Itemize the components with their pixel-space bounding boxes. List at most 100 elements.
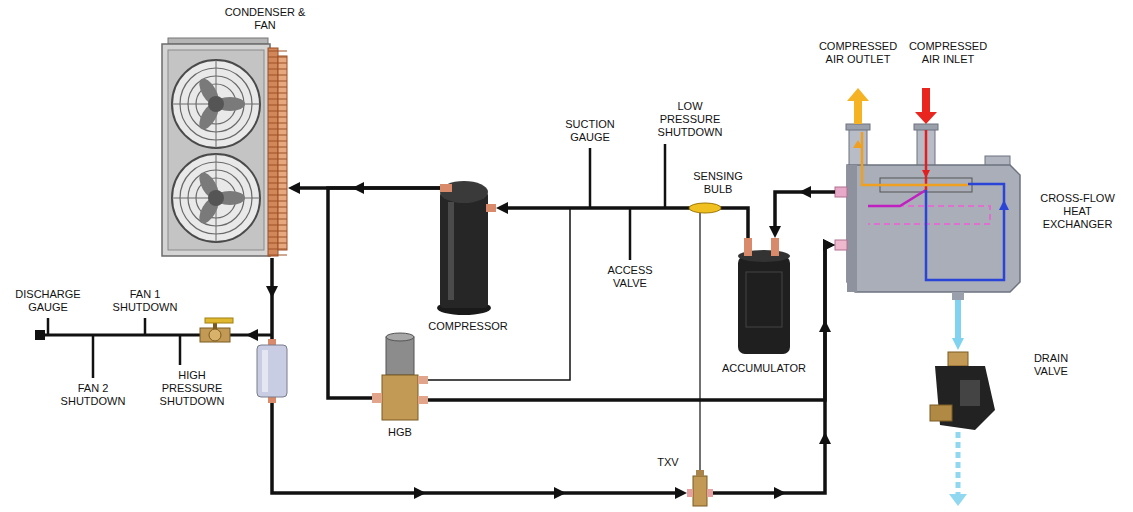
pressure-tap-lines xyxy=(428,208,570,380)
discharge-manifold xyxy=(144,318,147,335)
drain-valve-picture xyxy=(956,432,961,494)
hot-gas-bypass-valve xyxy=(372,393,382,403)
part-label: COMPRESSED AIR INLET xyxy=(903,40,993,66)
hot-gas-bypass-valve xyxy=(418,396,428,404)
condenser-picture xyxy=(268,48,287,256)
component-label-box: CONDENSER & FAN xyxy=(222,6,308,32)
bypass-valve: HGB xyxy=(372,335,428,422)
compressor-picture xyxy=(448,202,454,300)
accumulator-picture xyxy=(738,238,790,354)
part-label: LOW PRESSURE SHUTDOWN xyxy=(655,100,725,140)
compressor-picture xyxy=(440,192,488,308)
flow-arrow xyxy=(246,182,831,499)
part-label-box: FAN 1 SHUTDOWN xyxy=(110,288,180,314)
pressure-tap-lines xyxy=(699,213,700,470)
hot-gas-bypass-valve xyxy=(418,376,428,384)
heat-exchanger-picture xyxy=(915,112,937,124)
heat-exchanger-picture xyxy=(847,165,857,292)
expansion-valve xyxy=(696,470,704,476)
refrigerant-line xyxy=(775,192,835,232)
filter-drier xyxy=(257,345,287,397)
heat-exchanger-picture xyxy=(854,100,862,124)
part-label-box: DISCHARGE GAUGE xyxy=(8,288,88,314)
flow-arrow xyxy=(352,182,364,194)
component-label: CONDENSER & FAN xyxy=(222,6,308,32)
pressure-tap-lines xyxy=(664,144,667,208)
heat-exchanger-picture xyxy=(862,132,968,185)
discharge-manifold xyxy=(47,318,50,335)
compressor-picture xyxy=(440,184,452,192)
accumulator-picture xyxy=(771,238,779,256)
accumulator-picture xyxy=(746,272,782,327)
part-label: DISCHARGE GAUGE xyxy=(8,288,88,314)
part-label-box: ACCESS VALVE xyxy=(595,264,665,290)
ball-valve xyxy=(205,318,233,323)
part-label-box: LOW PRESSURE SHUTDOWN xyxy=(655,100,725,140)
component-label: HGB xyxy=(372,426,428,439)
drain-valve-picture xyxy=(930,352,995,506)
refrigerant-line xyxy=(328,188,440,398)
condenser-picture xyxy=(162,38,287,256)
filter-drier xyxy=(257,339,287,403)
heat-exchanger-picture xyxy=(925,130,928,190)
part-label: SENSING BULB xyxy=(688,170,748,196)
component-label-box: ACCUMULATOR xyxy=(710,362,818,375)
flow-arrow xyxy=(414,487,426,499)
condenser-picture xyxy=(172,60,260,148)
component-label: TXV xyxy=(653,456,683,469)
part-label-box: SUCTION GAUGE xyxy=(555,118,625,144)
hot-gas-bypass-valve xyxy=(386,333,414,341)
flow-arrow xyxy=(819,320,831,332)
compressor-picture xyxy=(440,181,488,203)
condenser-unit: CONDENSER & FAN xyxy=(160,38,288,258)
expansion-valve xyxy=(693,476,707,506)
part-label-box: SENSING BULB xyxy=(688,170,748,196)
accumulator-tank: ACCUMULATOR xyxy=(735,238,793,358)
ball-valve xyxy=(200,328,230,342)
heat-exchanger: CROSS-FLOW HEAT EXCHANGER xyxy=(835,124,1022,300)
heat-exchanger-picture xyxy=(922,170,930,178)
heat-exchanger-picture xyxy=(835,187,847,197)
component-label: COMPRESSOR xyxy=(412,320,524,333)
accumulator-picture xyxy=(738,256,790,354)
filter-drier xyxy=(262,350,268,392)
discharge-manifold xyxy=(92,335,95,378)
discharge-manifold xyxy=(40,334,272,337)
component-label: DRAIN VALVE xyxy=(1020,352,1082,378)
compressor-picture xyxy=(486,204,496,212)
pressure-tap-lines xyxy=(629,208,632,260)
part-label-box: COMPRESSED AIR INLET xyxy=(903,40,993,66)
component-label-box: TXV xyxy=(653,456,683,469)
drain-valve-picture xyxy=(948,352,968,366)
hot-gas-bypass-valve xyxy=(382,375,418,420)
flow-arrow xyxy=(266,286,278,298)
heat-exchanger-picture xyxy=(868,190,926,206)
part-label: HIGH PRESSURE SHUTDOWN xyxy=(155,369,229,409)
sensing-bulb-picture xyxy=(689,203,721,213)
part-label-box: FAN 2 SHUTDOWN xyxy=(58,382,128,408)
ball-valve xyxy=(209,329,221,341)
heat-exchanger-picture xyxy=(835,240,847,250)
discharge-manifold xyxy=(35,318,272,378)
condenser-picture xyxy=(172,154,260,242)
part-label: SUCTION GAUGE xyxy=(555,118,625,144)
component-label: CROSS-FLOW HEAT EXCHANGER xyxy=(1035,192,1120,232)
flow-arrow xyxy=(774,487,786,499)
heat-exchanger-picture xyxy=(846,124,870,130)
condenser-picture xyxy=(168,50,264,250)
heat-exchanger-picture xyxy=(922,88,930,112)
pressure-tap-lines xyxy=(589,148,592,208)
component-label: ACCUMULATOR xyxy=(710,362,818,375)
sensing-bulb-picture xyxy=(689,203,721,213)
heat-exchanger-picture xyxy=(999,200,1009,210)
component-label-box: DRAIN VALVE xyxy=(1020,352,1082,378)
component-label-box: COMPRESSOR xyxy=(412,320,524,333)
heat-exchanger-picture xyxy=(926,184,1004,280)
part-label-box: COMPRESSED AIR OUTLET xyxy=(813,40,903,66)
hot-gas-bypass-valve xyxy=(386,337,414,375)
refrigerant-line xyxy=(955,300,961,344)
discharge-manifold xyxy=(179,335,182,365)
